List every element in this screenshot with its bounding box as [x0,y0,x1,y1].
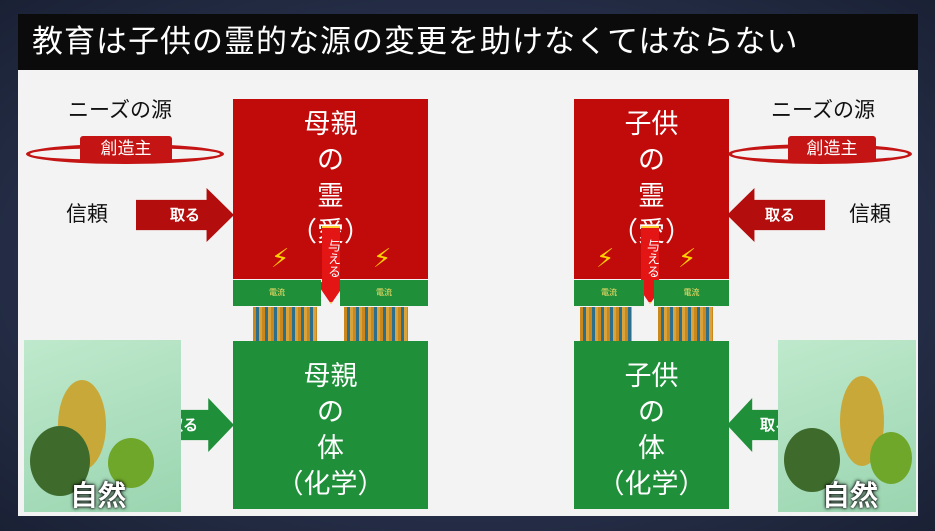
fruit-icon [870,432,912,484]
fruit-icon [108,438,154,488]
trust-label-left: 信頼 [66,202,108,226]
creator-label-right: 創造主 [788,136,876,162]
needs-source-label-right: ニーズの源 [771,98,875,122]
creator-label-left: 創造主 [80,136,172,162]
give-label-right: 与える [644,238,659,278]
take-spirit-label-right: 取る [765,206,796,224]
child-spirit-line-2: の [638,145,665,176]
mother-body-line-1: 母親 [303,361,358,392]
child-body-line-2: の [638,397,665,428]
lightning-icon: ⚡ [373,244,392,274]
mother-body-box: 母親 の 体 （化学） [233,341,428,509]
slide-canvas: ニーズの源 創造主 信頼 取る 母親 の 霊 （愛） ⚡ ⚡ 与える 電流 電流… [18,70,918,516]
mother-spirit-line-3: 霊 [317,181,344,212]
wires-right-a [580,307,632,341]
melon-icon [784,428,840,492]
mother-body-line-4: （化学） [276,469,385,500]
lightning-icon: ⚡ [678,244,697,274]
nature-label-right: 自然 [822,479,879,512]
mother-body-line-2: の [317,397,344,428]
child-body-box: 子供 の 体 （化学） [574,341,729,509]
nature-image-right: 自然 [778,340,916,512]
mother-spirit-line-1: 母親 [303,109,358,140]
nature-label-left: 自然 [70,479,127,512]
mother-body-line-3: 体 [317,433,344,464]
slide-title: 教育は子供の霊的な源の変更を助けなくてはならない [18,14,918,70]
trust-label-right: 信頼 [849,202,891,226]
current-strip-left-b: 電流 [340,280,428,306]
wires-left-b [344,307,408,341]
wires-left-a [253,307,317,341]
lightning-icon: ⚡ [596,244,615,274]
mother-spirit-line-2: の [317,145,344,176]
child-spirit-line-3: 霊 [638,181,665,212]
child-body-line-3: 体 [638,433,665,464]
melon-icon [30,426,90,496]
lightning-icon: ⚡ [271,244,290,274]
current-strip-left-a: 電流 [233,280,321,306]
child-spirit-line-1: 子供 [624,109,679,140]
current-strip-right-a: 電流 [574,280,644,306]
nature-image-left: 自然 [24,340,181,512]
needs-source-label-left: ニーズの源 [68,98,172,122]
child-body-line-1: 子供 [624,361,679,392]
wires-right-b [658,307,713,341]
take-spirit-label-left: 取る [170,206,201,224]
current-strip-right-b: 電流 [654,280,729,306]
child-body-line-4: （化学） [597,469,706,500]
give-label-left: 与える [325,238,340,278]
